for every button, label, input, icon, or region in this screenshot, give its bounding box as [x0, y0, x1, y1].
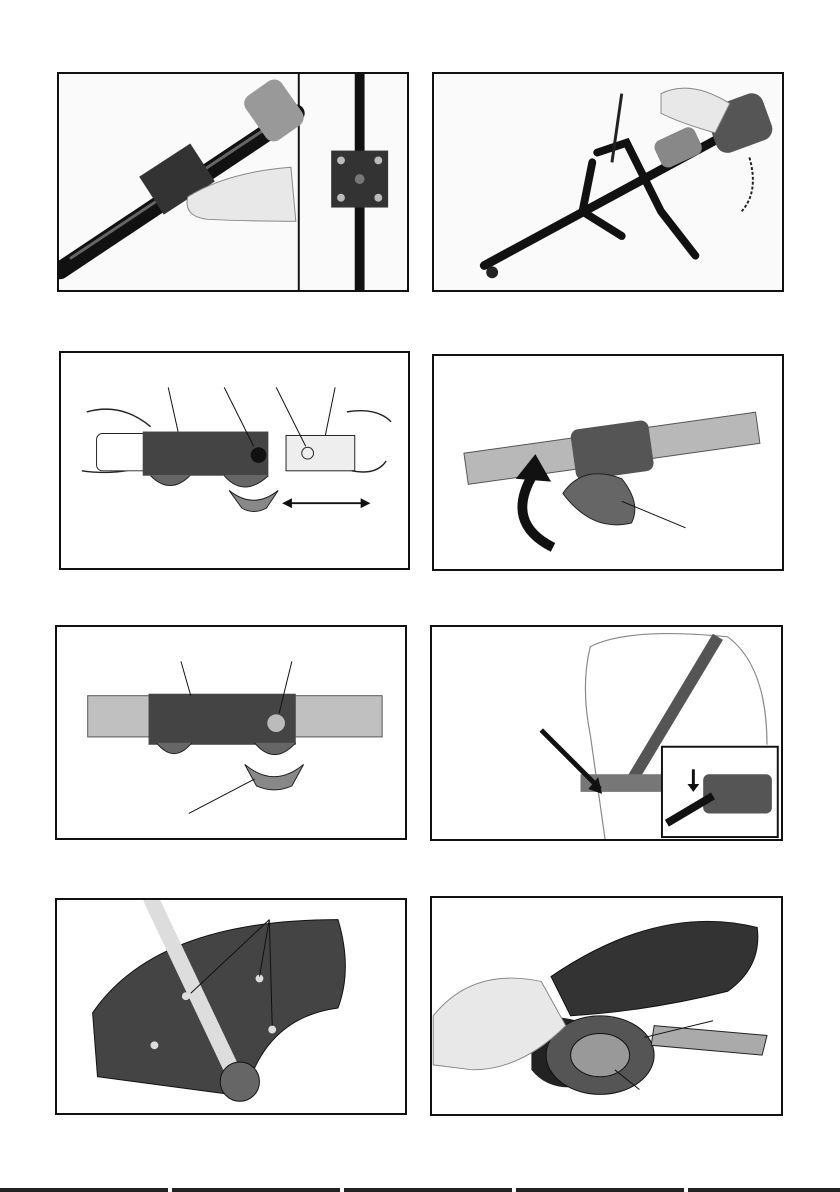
coupling-locked-illustration: [57, 627, 405, 838]
panel-shoulder-strap: [430, 625, 783, 841]
knob-tighten-illustration: [434, 356, 782, 569]
shaft-coupling-illustration: [61, 353, 408, 568]
panel-shaft-coupling: [59, 351, 410, 570]
spool-head-illustration: [432, 898, 781, 1114]
guard-screws-illustration: [57, 900, 405, 1113]
panel-coupling-locked: [55, 625, 407, 840]
handle-mount-illustration: [434, 74, 782, 290]
panel-guard-screws: [55, 898, 407, 1115]
panel-knob-tighten: [432, 354, 784, 571]
panel-pole-clamp: [57, 72, 409, 292]
page-footer-rule: [0, 1188, 840, 1192]
pole-clamp-illustration: [59, 74, 407, 290]
panel-handle-mount: [432, 72, 784, 292]
shoulder-strap-illustration: [432, 627, 781, 839]
panel-spool-head: [430, 896, 783, 1116]
